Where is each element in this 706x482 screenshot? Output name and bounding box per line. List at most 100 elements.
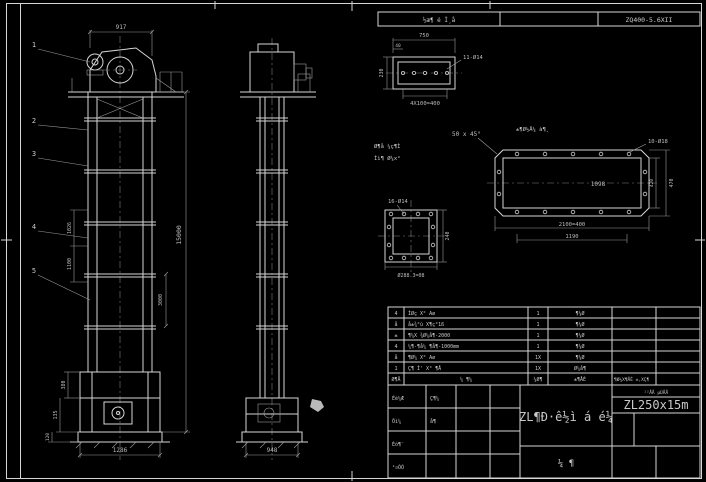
bom-row: ± ¶¼X ¾Ø¼å¶-2000 1 ¶¼Ø — [394, 332, 584, 339]
tb-cell-checker: Éó¶¨ — [392, 440, 404, 448]
side-tower — [256, 97, 288, 398]
label-chamfer: 50 x 45° — [452, 131, 481, 138]
bom-table: 4 ÌØç X° Aø 1 ¶¼Ø å å±¾°ù X¶ç°1ß 1 ¶¼Ø ±… — [387, 306, 701, 386]
drawing-title: ZL¶Ð·ê½ì á é¼ — [519, 410, 613, 424]
bom-footer-note: ¶Ø¼X¶ÅÈ ±,XÇ¶ — [614, 375, 650, 383]
dim-side-width: 948 — [267, 447, 278, 454]
label-plate-holes: 10-Ø18 — [648, 138, 668, 145]
dim-channel-edge: 40 — [395, 43, 401, 49]
bom-no: 4 — [394, 311, 397, 317]
channel-note-2: Íì¶ Ø¼x° — [374, 154, 401, 162]
balloon-1: 1 — [32, 41, 36, 49]
dim-base-height: 120 — [45, 433, 51, 441]
dim-plate-right-outer: 470 — [669, 178, 675, 187]
bom-col-name: ¼ ¶¼ — [460, 377, 472, 383]
dim-section: 3000 — [158, 294, 164, 306]
dim-head-width: 917 — [116, 24, 127, 31]
front-head — [68, 47, 184, 98]
dim-boot-upper: 380 — [61, 380, 67, 389]
bom-row: å å±¾°ù X¶ç°1ß 1 ¶¼Ø — [394, 321, 584, 328]
bom-name: ¶Ø¼ X° Aø — [408, 354, 435, 361]
bom-mat: Ø¼å¶ — [574, 365, 586, 372]
bom-name: å±¾°ù X¶ç°1ß — [408, 321, 444, 328]
bom-no: 4 — [394, 344, 397, 350]
balloon-4: 4 — [32, 223, 36, 231]
bom-col-no: Ø¶Å — [391, 376, 400, 383]
dim-boot-lower: 135 — [53, 410, 59, 419]
bom-mat: ¶¼Ø — [575, 354, 584, 361]
tb-cell-extra2: å¶ — [430, 418, 436, 425]
bom-name: ¼¶-¶å¼ ¶å¶-1000mm — [408, 343, 459, 350]
bom-row: 1 Ç¶ Í' X° ¶Å 1X Ø¼å¶ — [394, 364, 586, 372]
bom-qty: 1X — [535, 355, 541, 361]
channel-note-1: Ø¶å ¼ç¶Ì — [374, 143, 401, 150]
detail-flange: 16-Ø14 240 Ø288.3=08 — [378, 198, 451, 279]
front-view: 1 2 3 4 5 917 15000 3000 1026 1100 38 — [32, 24, 190, 460]
detail-channel: 750 40 11-Ø14 4X100=400 230 Ø¶å ¼ç¶Ì Íì¶… — [374, 33, 484, 162]
header-strip: ½æ¶ é Ì¸å ZQ400-5.6XII — [377, 11, 701, 27]
bom-mat: ¶¼Ø — [575, 332, 584, 339]
side-view: 948 — [236, 38, 316, 460]
bom-col-mat: ±¶ÅÈ — [574, 375, 586, 383]
bom-no: å — [394, 321, 397, 328]
bom-name: ÌØç X° Aø — [408, 310, 435, 317]
title-block: Éè¼Æ Öì¼ Éó¶¨ ¹¤ÒÕ Ç¶¼ å¶ ZL¶Ð·ê½ì á é¼ … — [387, 384, 701, 479]
header-model: ZQ400-5.6XII — [626, 16, 673, 24]
bom-row: å ¶Ø¼ X° Aø 1X ¶¼Ø — [394, 354, 584, 361]
side-boot — [236, 397, 308, 449]
tb-cell-drawer: Öì¼ — [392, 418, 401, 425]
inspection-door — [103, 401, 133, 425]
dim-flange-right: 240 — [445, 231, 451, 240]
balloon-2: 2 — [32, 117, 36, 125]
drawing-subtitle: ¼ ¶ — [558, 459, 574, 469]
dim-plate-outer: 2100=400 — [559, 222, 586, 228]
dim-boot-width: 1286 — [113, 447, 128, 454]
dim-channel-overall: 750 — [419, 33, 429, 39]
front-boot — [70, 371, 170, 449]
bom-row: 4 ÌØç X° Aø 1 ¶¼Ø — [394, 310, 584, 317]
bom-col-qty: ¼Ø¶ — [533, 376, 542, 383]
header-note: ½æ¶ é Ì¸å — [423, 17, 456, 24]
dim-channel-left: 230 — [379, 68, 385, 77]
bom-qty: 1 — [536, 311, 539, 317]
label-channel-holes: 11-Ø14 — [463, 54, 484, 61]
side-dimensions: 948 — [243, 442, 301, 458]
tb-cell-extra1: Ç¶¼ — [430, 396, 439, 402]
bom-qty: 1 — [536, 322, 539, 328]
plate-note: ±¶Ø½Å¼ à¶¸ — [516, 126, 549, 133]
front-dimensions: 917 15000 3000 1026 1100 380 135 120 — [45, 24, 190, 458]
balloon-3: 3 — [32, 150, 36, 158]
balloon-5: 5 — [32, 267, 36, 275]
tb-cell-designer: Éè¼Æ — [392, 394, 404, 402]
dim-total-height: 15000 — [175, 225, 183, 245]
bom-row: 4 ¼¶-¶å¼ ¶å¶-1000mm 1 ¶¼Ø — [394, 343, 584, 350]
bom-qty: 1X — [535, 366, 541, 372]
dim-flange-bottom: Ø288.3=08 — [397, 272, 424, 279]
bom-mat: ¶¼Ø — [575, 310, 584, 317]
dim-left-lower: 1100 — [67, 258, 73, 270]
bom-qty: 1 — [536, 344, 539, 350]
front-tower — [84, 92, 156, 372]
label-plate-inner: 1098 — [591, 181, 606, 188]
label-flange-holes: 16-Ø14 — [388, 198, 409, 205]
bom-no: ± — [394, 333, 397, 339]
bom-mat: ¶¼Ø — [575, 321, 584, 328]
bom-footer: Ø¶Å ¼ ¶¼ ¼Ø¶ ±¶ÅÈ ¶Ø¼X¶ÅÈ ±,XÇ¶ — [391, 375, 649, 383]
dim-plate-right-inner: 420 — [649, 179, 655, 187]
dim-channel-spacing: 4X100=400 — [410, 101, 440, 107]
tb-right-top: ¹²ÅÅ µÚÅÅ — [644, 389, 669, 396]
tb-cell-process: ¹¤ÒÕ — [392, 464, 404, 471]
bom-name: Ç¶ Í' X° ¶Å — [408, 364, 441, 372]
bom-qty: 1 — [536, 333, 539, 339]
detail-plate: 50 x 45° ±¶Ø½Å¼ à¶¸ 1098 10-Ø18 2100=400… — [452, 126, 675, 243]
drawing-model: ZL250x15m — [623, 398, 688, 412]
section-mark — [310, 399, 324, 412]
dim-plate-inner: 1190 — [565, 234, 578, 240]
bom-name: ¶¼X ¾Ø¼å¶-2000 — [408, 332, 450, 339]
bom-no: 1 — [394, 366, 397, 372]
part-balloons: 1 2 3 4 5 — [32, 41, 91, 301]
bom-mat: ¶¼Ø — [575, 343, 584, 350]
